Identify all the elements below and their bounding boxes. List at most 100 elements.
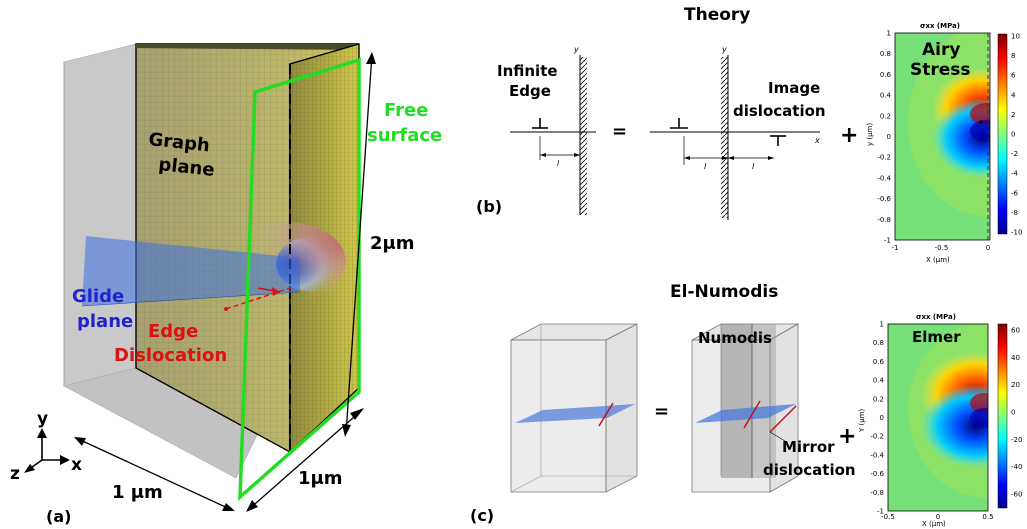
- elmer-x-ticks: -0.5 0 0.5: [881, 513, 993, 521]
- elmer-cbar-tick: -40: [1011, 463, 1022, 471]
- airy-y-tick: -0.2: [877, 154, 891, 162]
- theory-title: Theory: [684, 5, 750, 25]
- height-label: 2μm: [370, 233, 415, 254]
- airy-label-1: Airy: [922, 40, 960, 60]
- free-surface-label-1: Free: [384, 100, 428, 121]
- airy-x-tick: -1: [892, 244, 899, 252]
- airy-y-tick: 0.4: [880, 92, 892, 100]
- edge-dislocation-label-1: Edge: [148, 321, 198, 342]
- airy-ylabel: y (μm): [866, 123, 874, 146]
- airy-cbar-tick: 8: [1011, 52, 1015, 60]
- image-dislocation-label-1: Image: [768, 79, 820, 97]
- elmer-cbar-tick: 20: [1011, 381, 1020, 389]
- elmer-cbar-tick: 40: [1011, 354, 1020, 362]
- edge-dislocation-label-2: Dislocation: [114, 345, 227, 366]
- width-dimension: [74, 437, 235, 511]
- elmer-y-tick: -0.2: [870, 433, 884, 441]
- panel-b-label: (b): [476, 197, 502, 216]
- airy-y-tick: 0: [887, 133, 891, 141]
- elmer-y-tick: 0.6: [873, 358, 885, 366]
- elmer-title: σxx (MPa): [916, 313, 956, 321]
- airy-cbar-tick: -2: [1011, 150, 1018, 158]
- airy-colorbar: [997, 33, 1008, 235]
- airy-cbar-tick: -6: [1011, 189, 1019, 197]
- numodis-box-right: [691, 323, 800, 493]
- elmer-plot: σxx (MPa) Elmer 1 0.8 0.6 0.4 0.2 0 -0.2 -0.4 -0…: [858, 313, 1022, 528]
- axis-z-label: z: [10, 464, 20, 484]
- depth-label: 1μm: [298, 468, 343, 489]
- airy-cbar-tick: 2: [1011, 111, 1015, 119]
- elmer-x-tick: 0: [936, 513, 940, 521]
- axis-x-label: x: [71, 455, 82, 475]
- infinite-edge-sketch: [510, 55, 596, 215]
- panel-a: y x z Graph plane Free surface 2μm Glide…: [10, 43, 442, 526]
- glide-plane: [82, 236, 300, 306]
- width-label: 1 μm: [112, 482, 163, 503]
- depth-dimension: [246, 408, 364, 512]
- plus-c: +: [838, 424, 856, 449]
- el-numodis-title: El-Numodis: [670, 282, 778, 302]
- infinite-edge-y-axis: y: [573, 45, 579, 54]
- airy-cbar-tick: -10: [1011, 229, 1022, 237]
- airy-y-tick: -0.4: [877, 174, 891, 182]
- airy-cbar-tick: 10: [1011, 33, 1020, 41]
- axis-triad: [24, 428, 70, 473]
- airy-y-tick: 1: [887, 30, 891, 38]
- panel-a-label: (a): [46, 507, 71, 526]
- elmer-ylabel: Y (μm): [858, 408, 866, 433]
- airy-cbar-tick: -4: [1011, 170, 1019, 178]
- elmer-y-tick: 0: [880, 414, 884, 422]
- elmer-y-ticks: 1 0.8 0.6 0.4 0.2 0 -0.2 -0.4 -0.6 -0.8 -1: [870, 321, 884, 516]
- airy-y-tick: -0.8: [877, 216, 891, 224]
- airy-y-tick: 0.6: [880, 71, 892, 79]
- airy-x-tick: -0.5: [935, 244, 949, 252]
- equals-b: =: [612, 121, 627, 142]
- mirror-dislocation-label-1: Mirror: [782, 438, 835, 456]
- elmer-y-tick: 1: [880, 321, 884, 329]
- airy-cbar-tick: 4: [1011, 91, 1016, 99]
- airy-label-2: Stress: [910, 60, 971, 80]
- elmer-cbar-tick: 60: [1011, 327, 1020, 335]
- elmer-y-tick: -0.8: [870, 489, 884, 497]
- image-x-axis: x: [814, 136, 820, 145]
- elmer-xlabel: X (μm): [922, 520, 946, 528]
- airy-stress-plot: σxx (MPa) Airy Stress 10.80.60.40.20-0.2…: [866, 22, 1022, 264]
- elmer-y-tick: 0.4: [873, 377, 885, 385]
- elmer-y-tick: -1: [877, 508, 884, 516]
- elmer-x-tick: -0.5: [881, 513, 895, 521]
- airy-title: σxx (MPa): [920, 22, 960, 30]
- elmer-y-tick: 0.2: [873, 395, 884, 403]
- image-y-axis: y: [721, 45, 727, 54]
- panel-b: Theory Infinite Edge y l = Image disloca…: [476, 5, 1022, 264]
- panel-c: El-Numodis = Numodis Mirror: [470, 282, 1022, 528]
- elmer-y-tick: -0.6: [870, 470, 884, 478]
- image-dislocation-label-2: dislocation: [733, 102, 826, 120]
- outer-box-left: [63, 43, 137, 387]
- free-surface-label-2: surface: [367, 125, 442, 146]
- elmer-cbar-tick: -60: [1011, 491, 1022, 499]
- numodis-label: Numodis: [698, 329, 772, 347]
- axis-y-label: y: [37, 409, 48, 429]
- elmer-cbar-tick: -20: [1011, 436, 1022, 444]
- airy-y-tick: 0.8: [880, 50, 891, 58]
- airy-y-tick: -1: [884, 237, 891, 245]
- mirror-dislocation-label-2: dislocation: [763, 461, 856, 479]
- elmer-x-tick: 0.5: [982, 513, 993, 521]
- infinite-edge-label-2: Edge: [509, 82, 551, 100]
- airy-cbar-tick: -8: [1011, 209, 1018, 217]
- top-face-mesh: [136, 44, 359, 50]
- elmer-y-tick: 0.8: [873, 339, 884, 347]
- image-l-left: l: [704, 162, 707, 171]
- elmer-y-tick: -0.4: [870, 451, 884, 459]
- airy-cbar-tick: 0: [1011, 131, 1015, 139]
- elmer-label: Elmer: [912, 328, 961, 346]
- image-l-right: l: [752, 162, 755, 171]
- panel-c-label: (c): [470, 506, 494, 525]
- equals-c: =: [654, 401, 669, 422]
- elmer-colorbar: [997, 323, 1008, 509]
- glide-plane-label-2: plane: [77, 311, 133, 332]
